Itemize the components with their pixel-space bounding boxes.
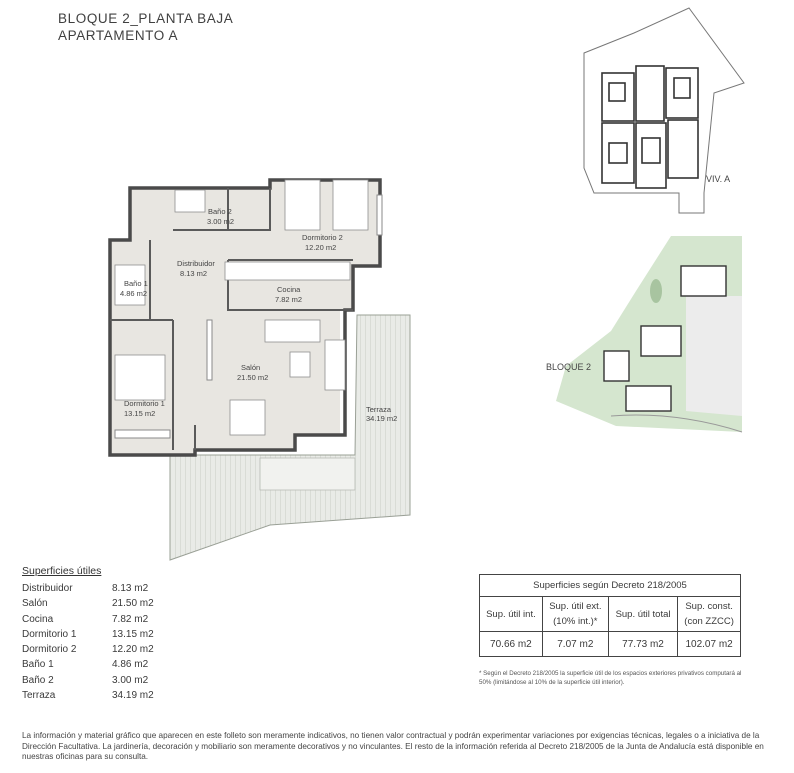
label-bano1-area: 4.86 m2 [120,289,147,298]
area-name: Distribuidor [22,583,73,594]
label-terraza-name: Terraza [366,405,392,414]
page-title: BLOQUE 2_PLANTA BAJA APARTAMENTO A [58,11,233,44]
area-name: Baño 2 [22,674,54,686]
list-item: Cocina 7.82 m2 [22,614,172,629]
key-plan-building [601,65,699,189]
list-item: Terraza 34.19 m2 [22,690,172,705]
column-header-line: Sup. const. [685,601,733,612]
legal-disclaimer: La información y material gráfico que ap… [22,731,764,761]
label-cocina-name: Cocina [277,285,301,294]
column-header-line: Sup. útil int. [486,608,536,620]
list-item: Dormitorio 1 13.15 m2 [22,629,172,644]
column-header: Sup. const. (con ZZCC) [677,596,741,632]
interior-floor [110,180,380,455]
area-value: 3.00 m2 [112,674,149,686]
area-name: Dormitorio 2 [22,644,77,656]
area-value: 7.82 m2 [112,613,149,625]
column-header-line: (10% int.)* [553,616,598,627]
area-value: 8.13 m2 [112,583,149,594]
title-line-apartment: APARTAMENTO A [58,27,179,43]
column-header-line: Sup. útil ext. [549,601,602,612]
key-plan: VIV. A [583,7,745,214]
label-bano1-name: Baño 1 [124,279,148,288]
label-distribuidor-area: 8.13 m2 [180,269,207,278]
label-dorm2-area: 12.20 m2 [305,243,336,252]
furniture [114,179,369,436]
key-plan-label: VIV. A [706,174,730,184]
inner-walls [110,188,353,450]
column-header: Sup. útil int. [479,596,543,632]
decree-table: Superficies según Decreto 218/2005 Sup. … [479,574,741,657]
list-item: Baño 2 3.00 m2 [22,675,172,690]
decree-table-title: Superficies según Decreto 218/2005 [479,574,741,597]
area-name: Dormitorio 1 [22,628,77,640]
label-dorm1-name: Dormitorio 1 [124,399,165,408]
site-plan: BLOQUE 2 [546,236,743,433]
label-dorm2-name: Dormitorio 2 [302,233,343,242]
key-plan-outline [583,7,745,214]
area-value: 12.20 m2 [112,644,154,656]
list-item: Baño 1 4.86 m2 [22,659,172,674]
title-line-block: BLOQUE 2_PLANTA BAJA [58,11,234,26]
terrace-steps [259,457,356,491]
label-bano2-area: 3.00 m2 [207,217,234,226]
terrace-area [169,314,411,561]
site-plan-label: BLOQUE 2 [546,362,591,372]
label-salon-area: 21.50 m2 [237,373,268,382]
label-salon-name: Salón [241,363,260,372]
list-item: Salón 21.50 m2 [22,598,172,613]
table-cell: 7.07 m2 [541,631,609,657]
column-header: Sup. útil ext. (10% int.)* [541,596,609,632]
column-header-line: (con ZZCC) [684,616,734,627]
area-name: Baño 1 [22,659,54,671]
area-value: 4.86 m2 [112,659,149,671]
area-name: Salón [22,598,48,610]
area-list: Distribuidor 8.13 m2 Salón 21.50 m2 Cocina… [22,583,172,705]
column-header-line: Sup. útil total [615,608,671,620]
label-distribuidor-name: Distribuidor [177,259,215,268]
site-plaza [686,296,742,416]
list-item: Dormitorio 2 12.20 m2 [22,644,172,659]
windows [114,194,383,439]
label-dorm1-area: 13.15 m2 [124,409,155,418]
floor-plan: Baño 2 3.00 m2 Dormitorio 2 12.20 m2 Dis… [108,178,411,561]
area-value: 21.50 m2 [112,598,154,610]
label-cocina-area: 7.82 m2 [275,295,302,304]
table-cell: 77.73 m2 [607,631,679,657]
label-bano2-name: Baño 2 [208,207,232,216]
list-item: Distribuidor 8.13 m2 [22,583,172,598]
area-value: 34.19 m2 [112,690,154,702]
table-cell: 102.07 m2 [677,631,741,657]
label-terraza-area: 34.19 m2 [366,414,397,423]
table-cell: 70.66 m2 [479,631,543,657]
area-name: Terraza [22,690,56,702]
site-buildings [603,265,727,412]
area-name: Cocina [22,613,54,625]
summary-title: Superficies útiles [22,565,102,577]
decree-footnote: * Según el Decreto 218/2005 la superfici… [479,670,742,686]
column-header: Sup. útil total [607,596,679,632]
area-value: 13.15 m2 [112,628,154,640]
